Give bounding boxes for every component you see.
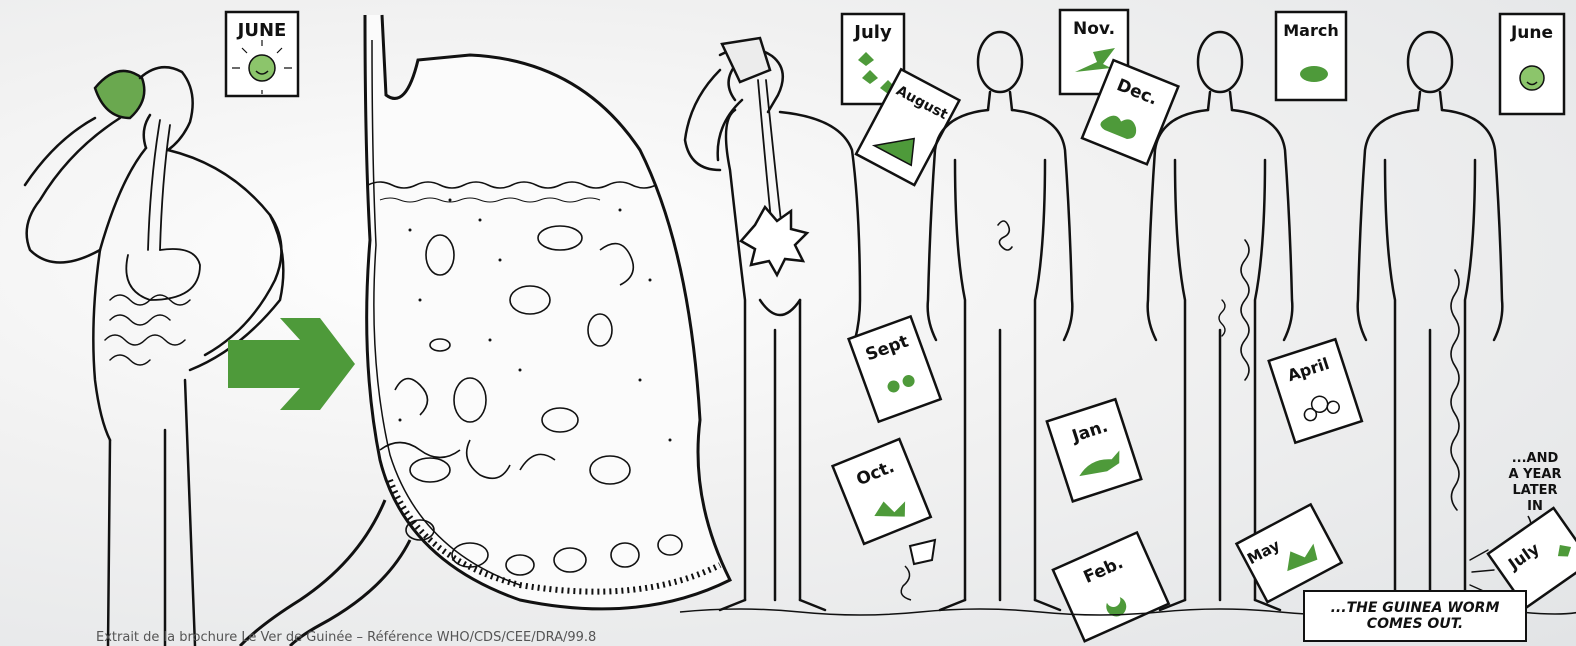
caption-box: ...THE GUINEA WORM COMES OUT. [1303, 590, 1527, 642]
calendar-feb: Feb. [1053, 532, 1169, 641]
svg-text:...AND: ...AND [1512, 451, 1559, 466]
calendar-oct: Oct. [833, 439, 931, 544]
svg-text:A YEAR: A YEAR [1509, 467, 1562, 482]
caption-line-1: ...THE GUINEA WORM [1331, 600, 1500, 616]
calendar-june-start: JUNE [226, 12, 298, 96]
svg-text:LATER: LATER [1512, 483, 1557, 498]
calendar-june-end: June [1500, 14, 1564, 114]
svg-text:JUNE: JUNE [236, 20, 287, 41]
calendar-april: April [1269, 339, 1362, 442]
calendar-may: May [1236, 504, 1341, 602]
green-arrow-icon [228, 318, 355, 410]
figure-july [685, 38, 860, 610]
calendar-sept: Sept [849, 316, 941, 421]
calendar-march: March [1276, 12, 1346, 100]
calendar-jan: Jan. [1047, 399, 1141, 501]
caption-line-2: COMES OUT. [1367, 616, 1463, 632]
svg-text:July: July [852, 22, 892, 43]
footer-caption: Extrait de la brochure Le Ver de Guinée … [96, 630, 1296, 646]
figure-june [1358, 32, 1503, 610]
svg-text:IN: IN [1527, 499, 1543, 514]
svg-text:Nov.: Nov. [1073, 19, 1115, 39]
svg-text:June: June [1510, 23, 1553, 43]
spilled-cup-icon [901, 540, 935, 600]
svg-text:March: March [1283, 21, 1338, 40]
figure-march [1148, 32, 1293, 610]
